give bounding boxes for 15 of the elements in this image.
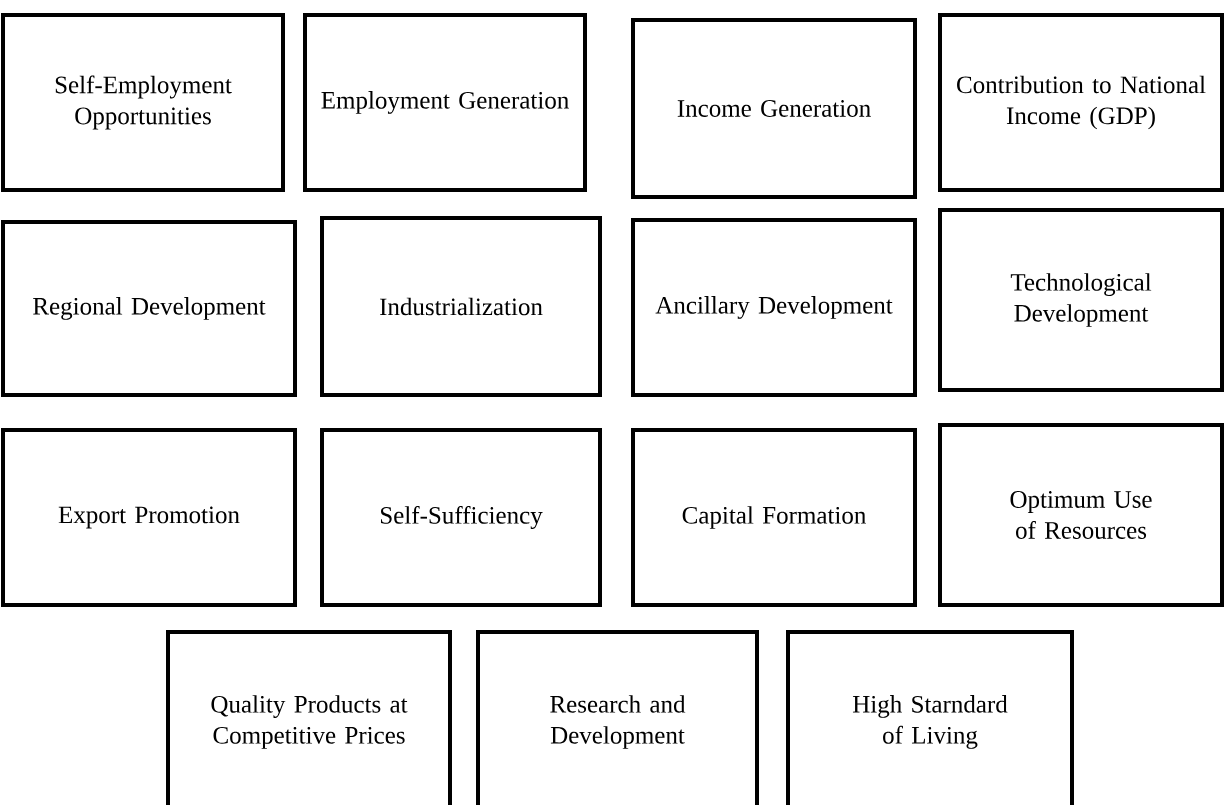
text-box: Optimum Use of Resources — [938, 423, 1224, 607]
text-box: Quality Products at Competitive Prices — [166, 630, 452, 805]
text-box: Contribution to National Income (GDP) — [938, 13, 1224, 192]
text-box: Export Promotion — [1, 428, 297, 607]
text-box: Income Generation — [631, 18, 917, 199]
text-box: High Starndard of Living — [786, 630, 1074, 805]
text-box: Industrialization — [320, 216, 602, 397]
text-box: Research and Development — [476, 630, 759, 805]
text-box: Self-Sufficiency — [320, 428, 602, 607]
text-box: Regional Development — [1, 220, 297, 397]
text-box: Employment Generation — [303, 13, 587, 192]
text-box: Ancillary Development — [631, 218, 917, 397]
text-box: Capital Formation — [631, 428, 917, 607]
text-box: Technological Development — [938, 208, 1224, 392]
text-box: Self-Employment Opportunities — [1, 13, 285, 192]
